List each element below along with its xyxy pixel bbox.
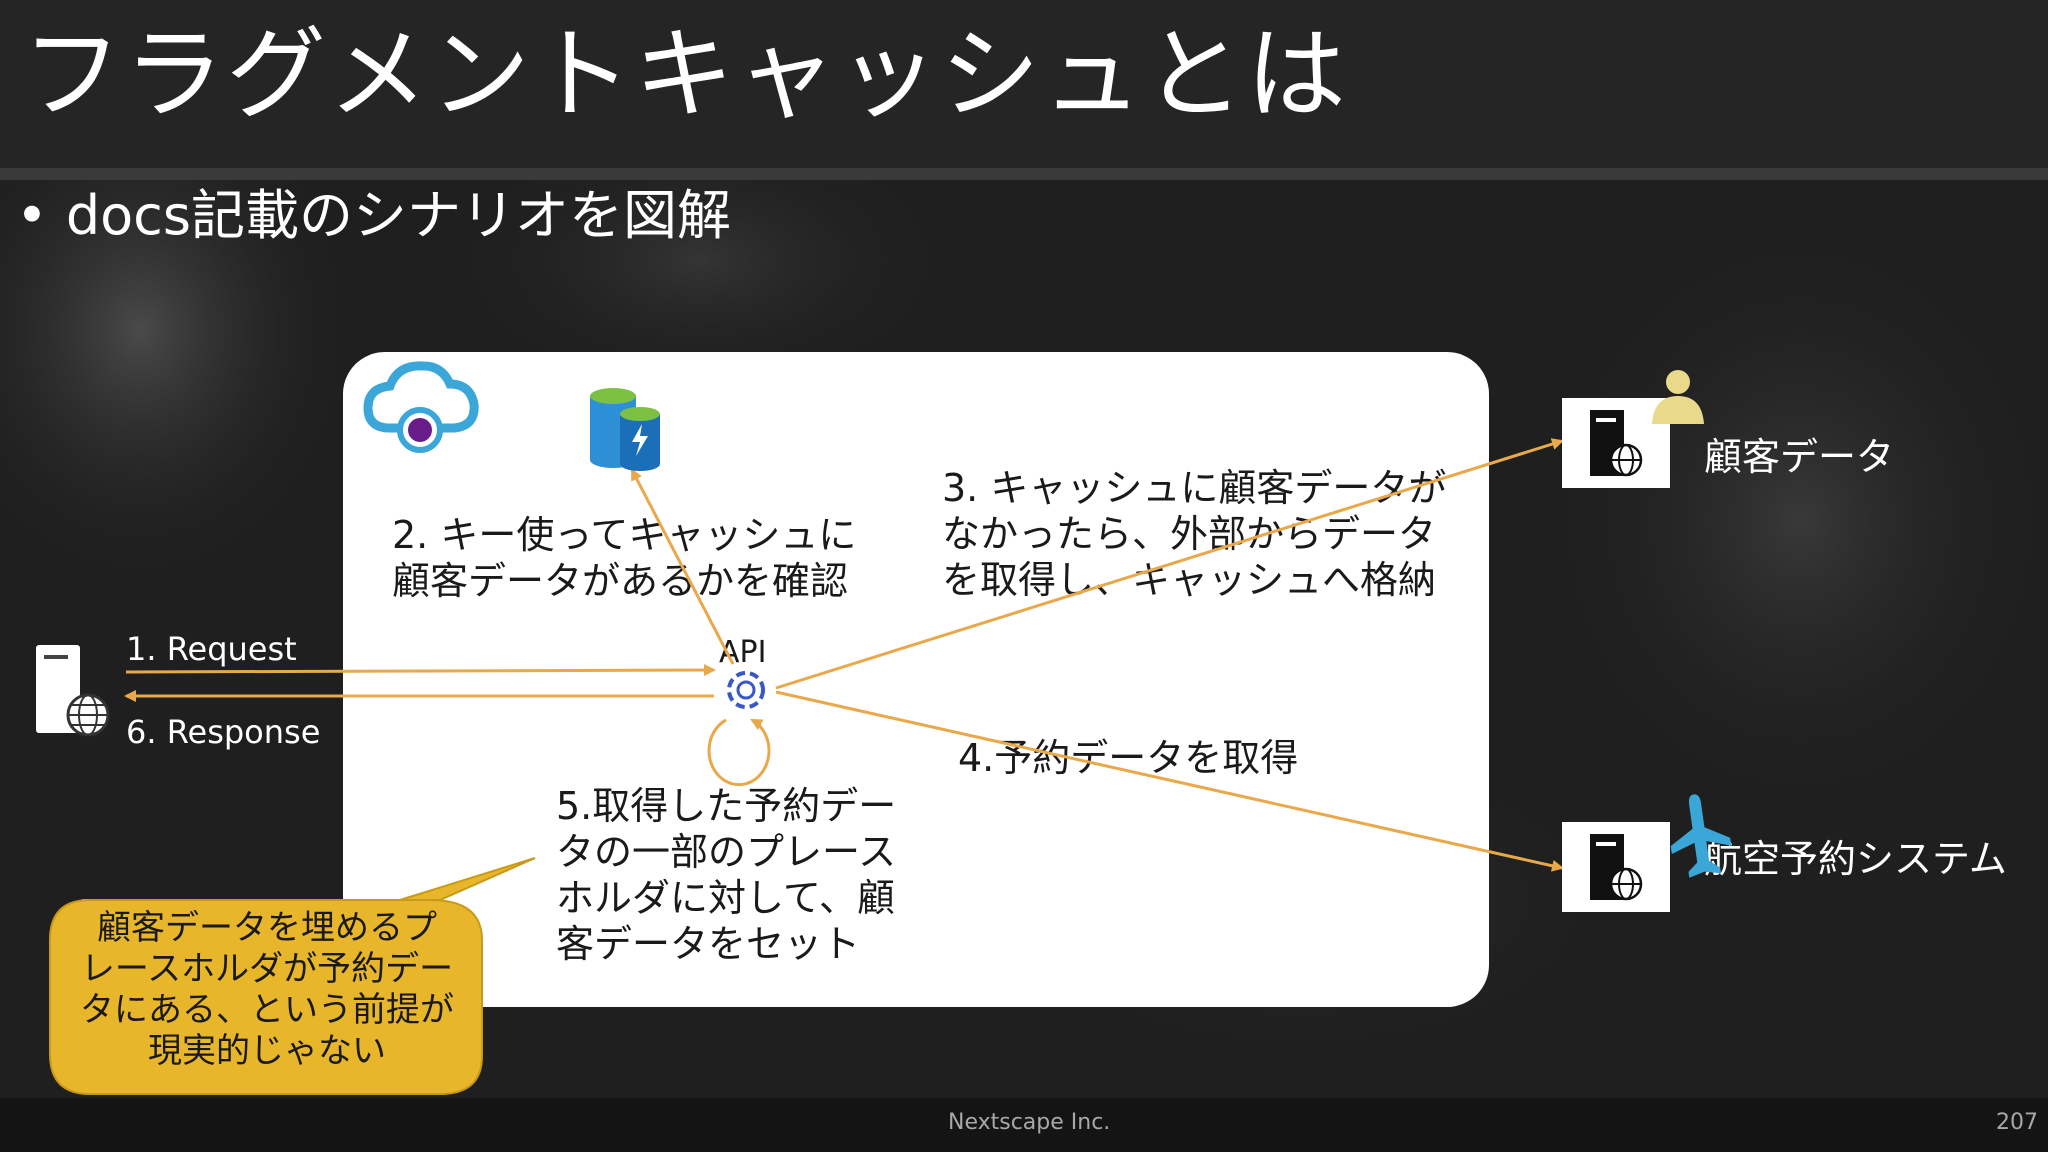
- airplane-icon: [1670, 794, 1732, 878]
- api-gear-icon: [727, 671, 765, 709]
- response-label: 6. Response: [126, 713, 321, 751]
- fetch-customer-arrow: [775, 438, 1564, 690]
- footer-company: Nextscape Inc.: [948, 1110, 1111, 1135]
- slide-title: フラグメントキャッシュとは: [22, 16, 1348, 133]
- customer-data-server: [1562, 398, 1670, 488]
- redis-cache-icon: [590, 388, 660, 471]
- footer-bar: [0, 1098, 2048, 1152]
- step4-label: 4.予約データを取得: [958, 736, 1299, 780]
- cache-check-arrow: [630, 468, 735, 665]
- page-number: 207: [1996, 1110, 2038, 1135]
- diagram-panel: [343, 352, 1489, 1007]
- request-arrow: [125, 664, 716, 677]
- person-icon: [1652, 370, 1704, 424]
- flow-arrows: [124, 438, 1564, 872]
- customer-data-label: 顧客データ: [1704, 435, 1895, 479]
- reservation-system-label: 航空予約システム: [1704, 837, 2007, 881]
- app-service-cloud-icon: [363, 361, 479, 453]
- bullet-dot: •: [16, 184, 48, 247]
- title-divider: [0, 168, 2048, 180]
- step5-label: 5.取得した予約デー タの一部のプレース ホルダに対して、顧 客データをセット: [556, 784, 897, 966]
- bullet-point: • docs記載のシナリオを図解: [16, 178, 731, 254]
- web-server-icon: [36, 645, 110, 737]
- callout-text: 顧客データを埋めるプ レースホルダが予約デー タにある、という前提が 現実的じゃ…: [80, 908, 454, 1071]
- request-label: 1. Request: [126, 630, 297, 668]
- step2-label: 2. キー使ってキャッシュに 顧客データがあるかを確認: [392, 513, 857, 603]
- reservation-system-server: [1562, 822, 1670, 912]
- callout-bubble: [49, 857, 536, 1095]
- self-loop-arrow: [707, 718, 771, 787]
- fetch-reservation-arrow: [775, 690, 1564, 872]
- bullet-text: docs記載のシナリオを図解: [65, 184, 731, 247]
